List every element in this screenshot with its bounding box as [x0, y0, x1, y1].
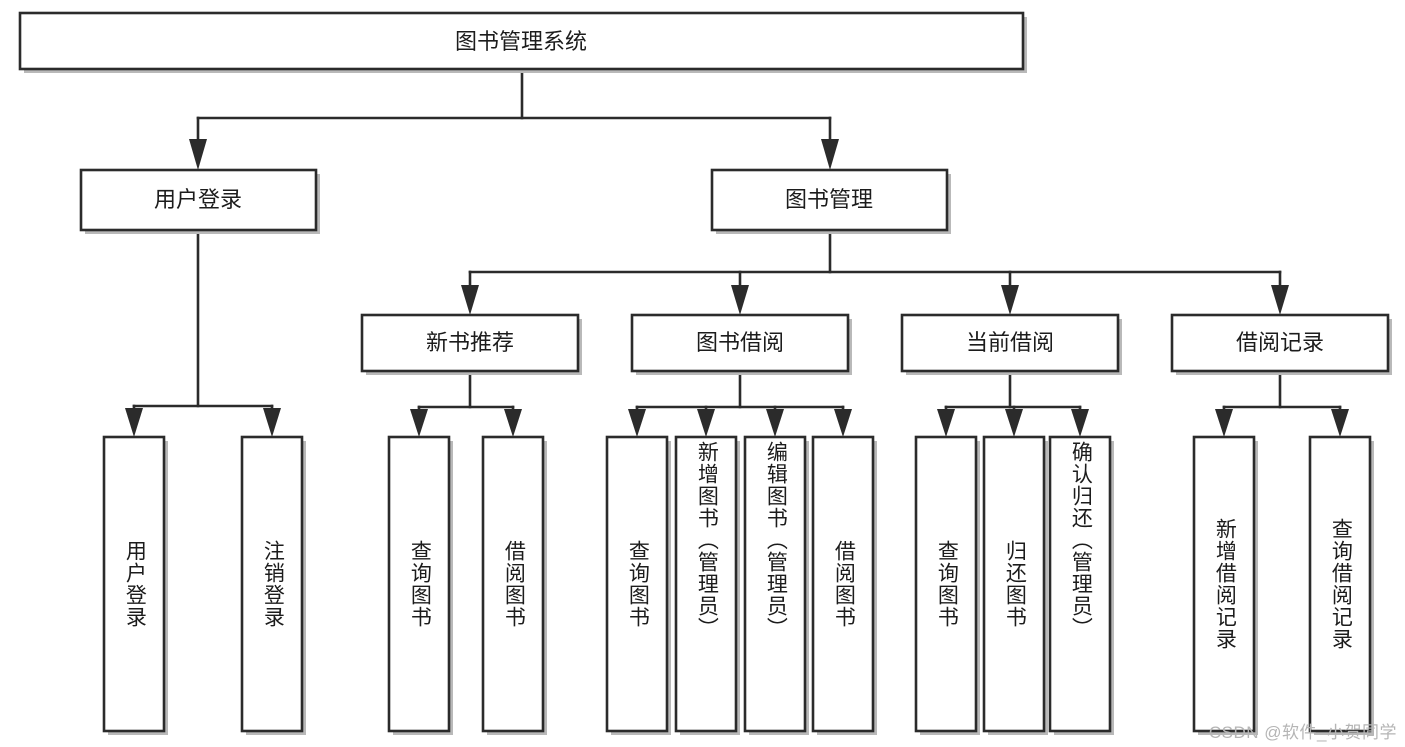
node-leaf-query-record[interactable]	[1308, 435, 1374, 735]
arrowhead-new-book-rec	[461, 285, 479, 315]
arrowhead-leaf-confirm-return	[1071, 409, 1089, 437]
node-current-borrow[interactable]: 当前借阅	[900, 313, 1122, 375]
node-leaf-edit-book[interactable]	[743, 435, 809, 735]
arrowhead-leaf-query-record	[1331, 409, 1349, 437]
node-leaf-logout[interactable]	[240, 435, 306, 735]
arrowhead-user-login	[189, 139, 207, 170]
arrowhead-borrow-record	[1271, 285, 1289, 315]
arrowhead-leaf-return-book	[1005, 409, 1023, 437]
arrowhead-leaf-borrow-book-1	[504, 409, 522, 437]
arrowhead-leaf-user-login	[125, 408, 143, 437]
node-new-book-rec-label: 新书推荐	[426, 330, 514, 355]
node-leaf-confirm-return[interactable]	[1048, 435, 1114, 735]
node-book-manage-label: 图书管理	[785, 187, 873, 212]
arrowhead-leaf-edit-book	[766, 409, 784, 437]
arrowhead-book-borrow	[731, 285, 749, 315]
node-leaf-borrow-book-2[interactable]	[811, 435, 877, 735]
node-book-borrow[interactable]: 图书借阅	[630, 313, 852, 375]
node-book-borrow-label: 图书借阅	[696, 330, 784, 355]
node-leaf-return-book[interactable]	[982, 435, 1048, 735]
arrowhead-leaf-query-book-2	[628, 409, 646, 437]
node-leaf-add-book[interactable]	[674, 435, 740, 735]
arrowhead-book-manage	[821, 139, 839, 170]
node-root[interactable]: 图书管理系统	[18, 11, 1027, 73]
arrowhead-leaf-query-book-1	[410, 409, 428, 437]
node-leaf-user-login[interactable]	[102, 435, 168, 735]
node-user-login-label: 用户登录	[154, 187, 242, 212]
node-current-borrow-label: 当前借阅	[966, 330, 1054, 355]
node-leaf-query-book-1[interactable]	[387, 435, 453, 735]
arrowhead-leaf-add-book	[697, 409, 715, 437]
arrowhead-current-borrow	[1001, 285, 1019, 315]
node-leaf-add-record[interactable]	[1192, 435, 1258, 735]
node-user-login[interactable]: 用户登录	[79, 168, 320, 234]
node-leaf-query-book-3[interactable]	[914, 435, 980, 735]
arrowhead-leaf-add-record	[1215, 409, 1233, 437]
arrowhead-leaf-logout	[263, 408, 281, 437]
node-book-manage[interactable]: 图书管理	[710, 168, 951, 234]
connectors-layer	[125, 67, 1349, 437]
node-root-label: 图书管理系统	[455, 29, 587, 54]
nodes-layer: 图书管理系统 用户登录 图书管理 新书推荐	[18, 11, 1392, 735]
arrowhead-leaf-borrow-book-2	[834, 409, 852, 437]
node-leaf-borrow-book-1[interactable]	[481, 435, 547, 735]
arrowhead-leaf-query-book-3	[937, 409, 955, 437]
node-new-book-rec[interactable]: 新书推荐	[360, 313, 582, 375]
node-borrow-record[interactable]: 借阅记录	[1170, 313, 1392, 375]
node-borrow-record-label: 借阅记录	[1236, 330, 1324, 355]
node-leaf-query-book-2[interactable]	[605, 435, 671, 735]
csdn-watermark: CSDN @软件_小贺同学	[1208, 723, 1397, 742]
